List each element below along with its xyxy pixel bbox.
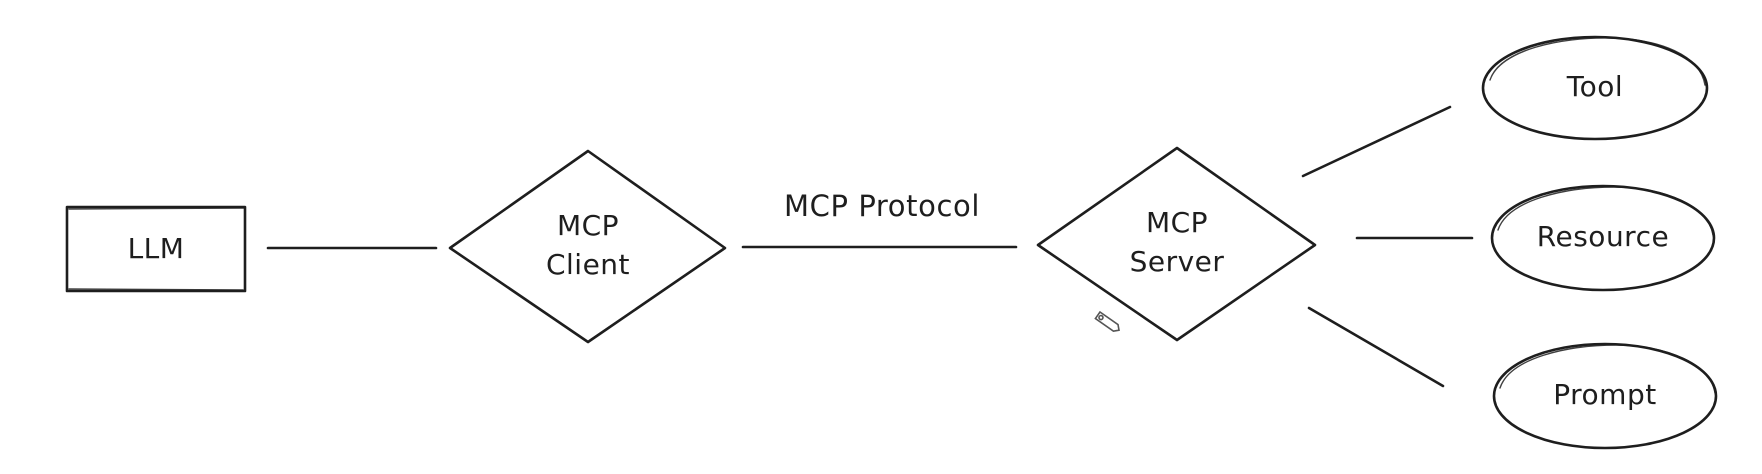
mcp-client-diamond — [448, 149, 727, 344]
mcp-client-diamond-sketch — [451, 152, 724, 341]
node-resource[interactable]: Resource — [1490, 184, 1716, 292]
pen-cursor-icon — [1094, 310, 1120, 333]
llm-box-sketch — [68, 207, 245, 291]
mcp-server-label-line1: MCP — [1146, 206, 1208, 239]
resource-label: Resource — [1537, 220, 1669, 253]
mcp-server-diamond — [1036, 146, 1317, 342]
edge-server-prompt[interactable] — [1307, 306, 1445, 388]
mcp-server-label-line2: Server — [1130, 245, 1225, 278]
prompt-ellipse-sketch — [1499, 344, 1716, 394]
resource-ellipse — [1490, 184, 1716, 292]
prompt-label: Prompt — [1553, 378, 1656, 411]
node-mcp-server[interactable]: MCP Server — [1036, 146, 1317, 342]
node-mcp-client[interactable]: MCP Client — [448, 149, 727, 344]
node-llm[interactable]: LLM — [65, 205, 247, 293]
tool-ellipse-sketch — [1489, 37, 1706, 86]
edge-server-tool[interactable] — [1301, 105, 1452, 178]
tool-label: Tool — [1566, 70, 1623, 103]
llm-label: LLM — [128, 232, 185, 265]
prompt-ellipse — [1492, 342, 1718, 450]
mcp-client-label-line1: MCP — [557, 209, 619, 242]
resource-ellipse-sketch — [1497, 186, 1714, 236]
mcp-server-diamond-sketch — [1039, 149, 1314, 339]
node-prompt[interactable]: Prompt — [1492, 342, 1718, 450]
edge-mcp-protocol-label: MCP Protocol — [784, 189, 980, 223]
edge-client-server[interactable]: MCP Protocol — [741, 189, 1018, 249]
tool-ellipse — [1481, 35, 1709, 141]
llm-box — [65, 205, 247, 293]
mcp-client-label-line2: Client — [546, 248, 630, 281]
node-tool[interactable]: Tool — [1481, 35, 1709, 141]
